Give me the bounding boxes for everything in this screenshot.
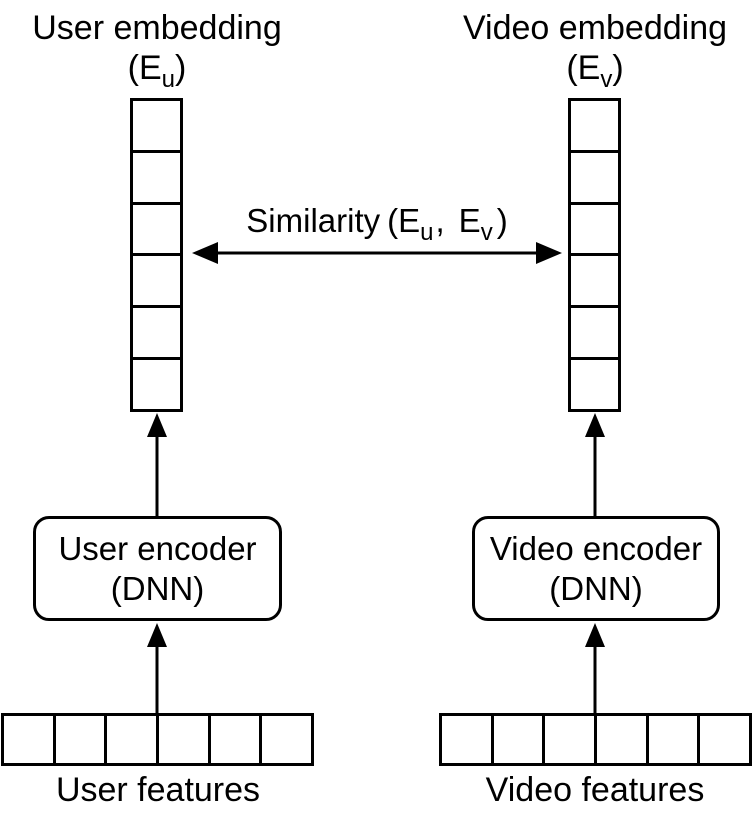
video-embedding-cell bbox=[571, 253, 618, 305]
user-embedding-cell bbox=[133, 149, 180, 202]
user-encoder-box: User encoder (DNN) bbox=[33, 516, 282, 621]
video-features-label: Video features bbox=[485, 771, 705, 809]
video-encoder-title: Video encoder bbox=[489, 529, 703, 567]
video-embedding-cell bbox=[571, 357, 618, 409]
user-embedding-cell bbox=[133, 357, 180, 409]
video-encoder-to-embedding-arrow bbox=[585, 413, 605, 516]
video-feature-cell bbox=[542, 716, 594, 763]
similarity-word: Similarity bbox=[246, 202, 381, 239]
user-features-vector bbox=[1, 713, 314, 766]
video-embedding-symbol: (Ev) bbox=[438, 48, 752, 100]
user-embedding-cell bbox=[133, 201, 180, 254]
user-embedding-symbol: (Eu) bbox=[0, 48, 314, 100]
user-features-label: User features bbox=[55, 771, 261, 809]
similarity-open: (E bbox=[387, 202, 421, 239]
user-symbol-close: ) bbox=[175, 49, 187, 87]
user-symbol-open: (E bbox=[127, 49, 162, 87]
subscript-u: u bbox=[161, 66, 176, 93]
subscript-v: v bbox=[600, 66, 613, 93]
video-features-to-encoder-arrow bbox=[585, 623, 605, 713]
video-encoder-subtitle: (DNN) bbox=[549, 569, 643, 607]
user-encoder-to-embedding-arrow bbox=[147, 413, 167, 516]
video-feature-cell bbox=[442, 716, 491, 763]
video-embedding-cell bbox=[571, 305, 618, 357]
video-symbol-open: (E bbox=[566, 49, 601, 87]
video-encoder-box: Video encoder (DNN) bbox=[472, 516, 720, 621]
similarity-subscript-v: v bbox=[480, 219, 493, 246]
video-feature-cell bbox=[697, 716, 749, 763]
video-embedding-title: Video embedding bbox=[462, 9, 728, 47]
similarity-label: Similarity(Eu, Ev) bbox=[190, 202, 564, 252]
user-encoder-title: User encoder bbox=[58, 529, 257, 567]
user-feature-cell bbox=[259, 716, 311, 763]
video-embedding-heading: Video embedding (Ev) bbox=[438, 8, 752, 100]
video-symbol-close: ) bbox=[612, 49, 624, 87]
similarity-double-arrow bbox=[192, 242, 562, 264]
similarity-second-e: E bbox=[458, 202, 481, 239]
user-embedding-cell bbox=[133, 101, 180, 150]
video-feature-cell bbox=[490, 716, 543, 763]
user-embedding-title: User embedding bbox=[32, 9, 282, 47]
video-embedding-vector bbox=[568, 98, 621, 412]
user-features-to-encoder-arrow bbox=[147, 623, 167, 713]
user-embedding-cell bbox=[133, 305, 180, 357]
similarity-comma: , bbox=[435, 202, 445, 239]
user-feature-cell bbox=[207, 716, 260, 763]
user-embedding-heading: User embedding (Eu) bbox=[0, 8, 314, 100]
video-feature-cell bbox=[645, 716, 698, 763]
user-embedding-vector bbox=[130, 98, 183, 412]
user-encoder-subtitle: (DNN) bbox=[110, 569, 205, 607]
video-embedding-cell bbox=[571, 101, 618, 150]
similarity-close: ) bbox=[496, 202, 508, 239]
user-feature-cell bbox=[52, 716, 105, 763]
similarity-subscript-u: u bbox=[420, 219, 434, 246]
video-embedding-cell bbox=[571, 201, 618, 254]
user-embedding-cell bbox=[133, 253, 180, 305]
user-feature-cell bbox=[4, 716, 53, 763]
video-feature-cell bbox=[594, 716, 646, 763]
video-embedding-cell bbox=[571, 149, 618, 202]
user-feature-cell bbox=[156, 716, 208, 763]
video-features-vector bbox=[439, 713, 752, 766]
user-feature-cell bbox=[104, 716, 156, 763]
